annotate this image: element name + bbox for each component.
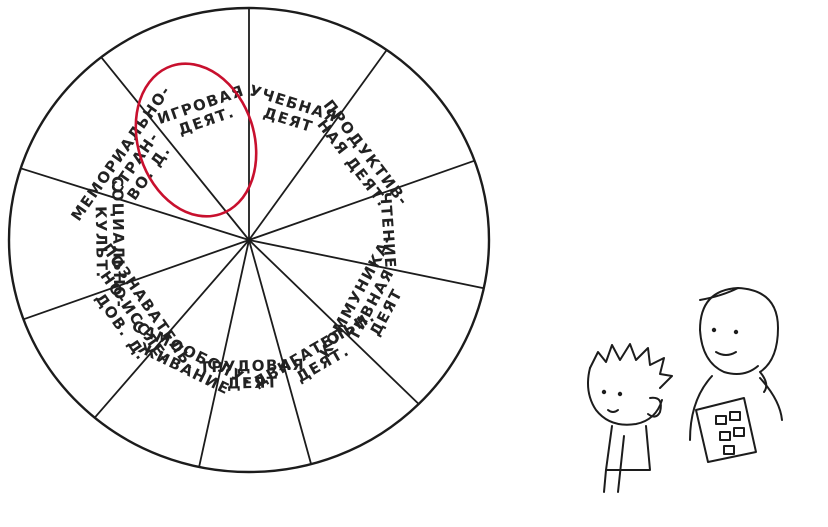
wheel-divider xyxy=(248,239,312,465)
highlight-circle xyxy=(134,62,258,218)
segment-label-line: КУЛЬТ. xyxy=(92,206,111,279)
wheel-divider xyxy=(248,49,388,241)
boy-figure xyxy=(587,343,673,493)
wheel-divider xyxy=(100,56,250,241)
segment-label-line: ЧТЕНИЕ xyxy=(376,192,399,270)
wheel-divider xyxy=(198,239,250,468)
wheel-divider xyxy=(248,159,475,241)
segment-label-chtenie: ЧТЕНИЕ xyxy=(376,192,399,270)
wheel-divider xyxy=(94,239,250,419)
segment-label-line: СОЦИАЛЬНО- xyxy=(108,176,128,309)
girl-figure xyxy=(689,287,783,463)
wheel-divider xyxy=(20,167,250,241)
segment-label-line: ДЕЯТ xyxy=(227,373,279,392)
wheel-divider xyxy=(248,239,420,405)
segment-label-trudovaya: ТРУДОВАЯДЕЯТ xyxy=(199,356,305,394)
wheel-divider xyxy=(23,239,250,321)
segment-label-socialno: СОЦИАЛЬНО-КУЛЬТ. xyxy=(91,176,128,309)
segment-label-line: ТРУДОВАЯ xyxy=(199,356,305,377)
wheel-divider xyxy=(248,239,484,290)
